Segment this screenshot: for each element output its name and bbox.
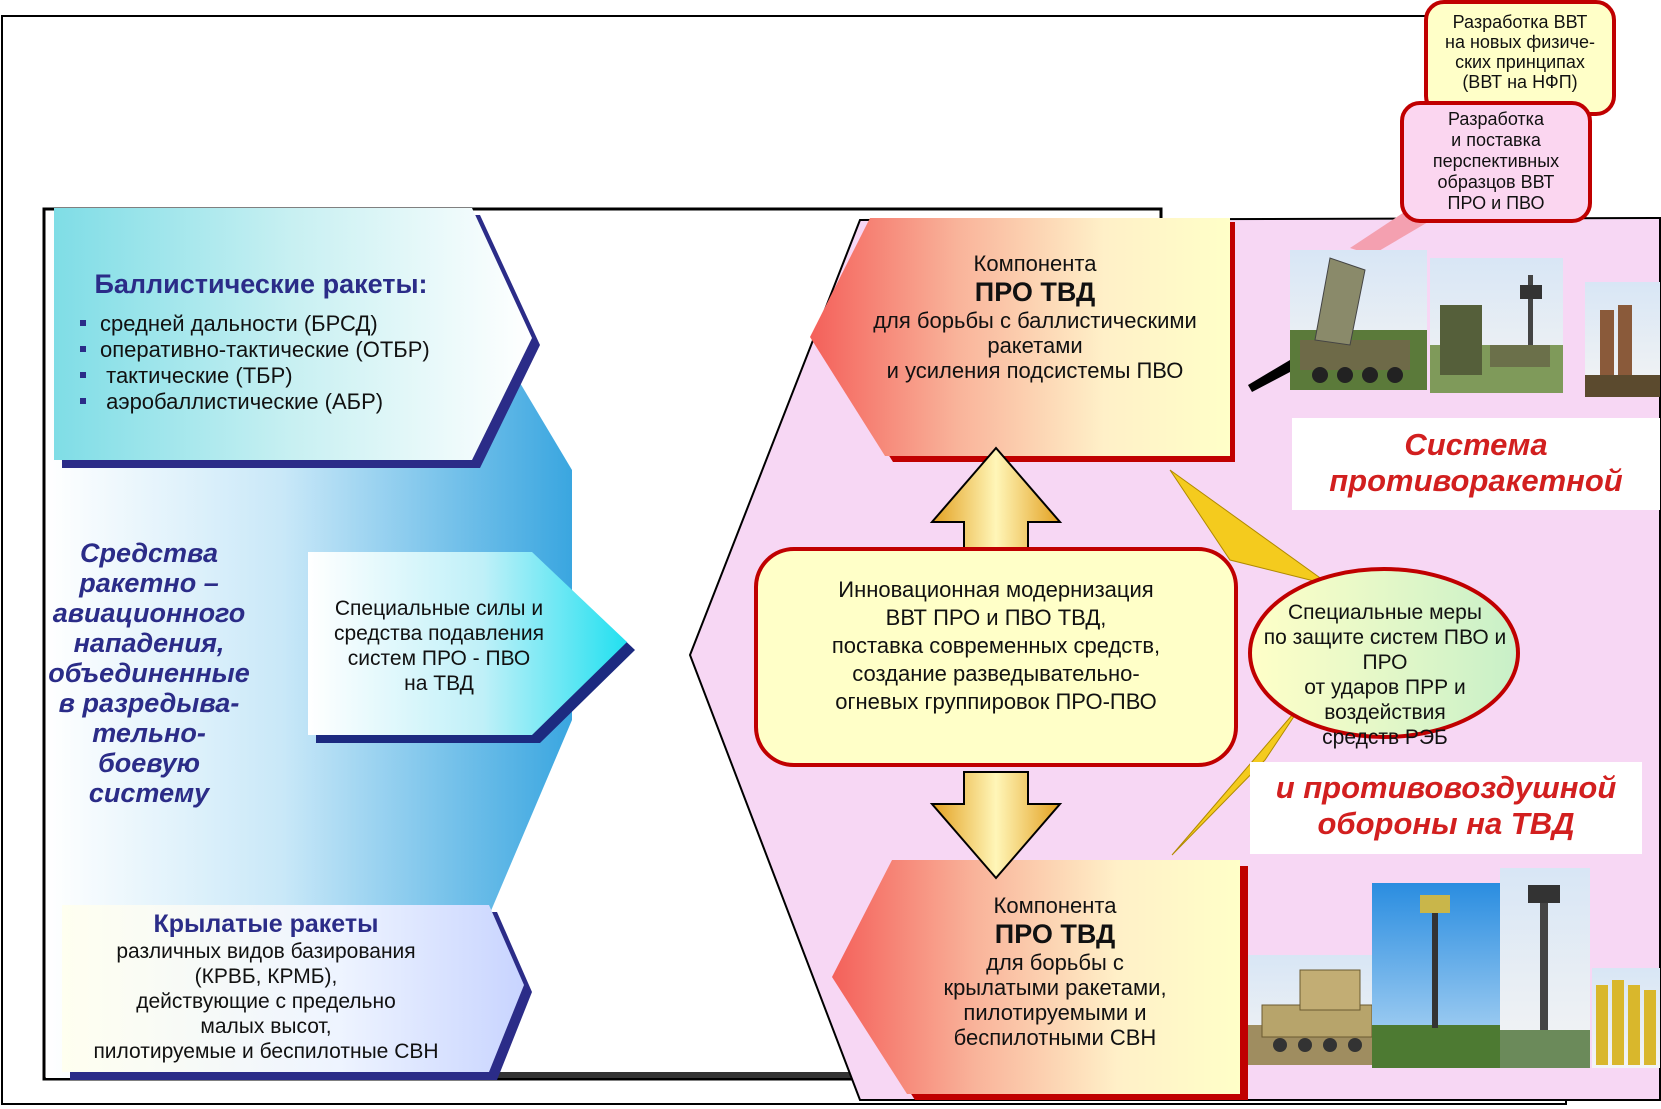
title-bottom-bg <box>1250 762 1642 854</box>
component-top-title: ПРО ТВД <box>974 277 1096 307</box>
special-forces-shape <box>308 552 627 735</box>
attack-means-label: Средства ракетно – авиационного нападени… <box>48 538 250 808</box>
ballistic-item: средней дальности (БРСД) <box>78 311 430 337</box>
photo-bottom-3 <box>1500 868 1590 1068</box>
photo-bottom-4 <box>1592 968 1660 1068</box>
photo-pointer-top <box>1248 360 1290 392</box>
bullet-icon <box>80 320 86 327</box>
supply-text: Разработка и поставка перспективных обра… <box>1432 109 1560 213</box>
photo-bottom-2 <box>1372 883 1500 1068</box>
photo-top-1 <box>1290 250 1427 390</box>
left-panel-shadow <box>48 1072 1164 1078</box>
component-bottom-text: Компонента ПРО ТВД для борьбы с крылатым… <box>905 893 1205 1050</box>
supply-box <box>1400 101 1592 223</box>
ballistic-item: оперативно-тактические (ОТБР) <box>78 337 430 363</box>
ballistic-item: тактические (ТБР) <box>78 363 430 389</box>
special-measures-ellipse <box>1248 567 1520 739</box>
component-bottom-shape <box>832 860 1240 1094</box>
photo-top-2 <box>1430 258 1563 393</box>
component-top-text: Компонента ПРО ТВД для борьбы с баллисти… <box>845 251 1225 383</box>
bullet-icon <box>80 346 86 353</box>
cruise-text: Крылатые ракеты различных видов базирова… <box>56 909 476 1064</box>
wedge-upper <box>1169 469 1331 586</box>
system-title-top: Система противоракетной <box>1329 427 1623 498</box>
wedge-lower <box>1171 699 1306 856</box>
special-forces-text: Специальные силы и средства подавления с… <box>333 597 545 695</box>
bullet-icon <box>80 372 86 379</box>
component-bottom-title: ПРО ТВД <box>994 919 1116 949</box>
ballistic-block: Баллистические ракеты: <box>56 268 466 300</box>
system-title-bottom: и противовоздушной обороны на ТВД <box>1275 770 1617 841</box>
bullet-icon <box>80 398 86 405</box>
component-top-shape <box>810 218 1230 456</box>
ballistic-title: Баллистические ракеты: <box>94 269 428 299</box>
cruise-title: Крылатые ракеты <box>153 910 379 938</box>
cruise-shape <box>62 905 524 1072</box>
special-measures-text: Специальные меры по защите систем ПВО и … <box>1263 601 1507 749</box>
nfp-text: Разработка ВВТ на новых физиче- ских при… <box>1445 12 1595 92</box>
innovation-box <box>754 547 1238 767</box>
innovation-text: Инновационная модернизация ВВТ ПРО и ПВО… <box>831 577 1161 714</box>
ballistic-shape <box>54 208 532 460</box>
arrow-down <box>929 771 1063 880</box>
title-top-bg <box>1292 418 1660 510</box>
ballistic-item: аэробаллистические (АБР) <box>78 389 430 415</box>
photo-top-3 <box>1585 282 1660 397</box>
ballistic-list: средней дальности (БРСД) оперативно-такт… <box>78 311 430 415</box>
